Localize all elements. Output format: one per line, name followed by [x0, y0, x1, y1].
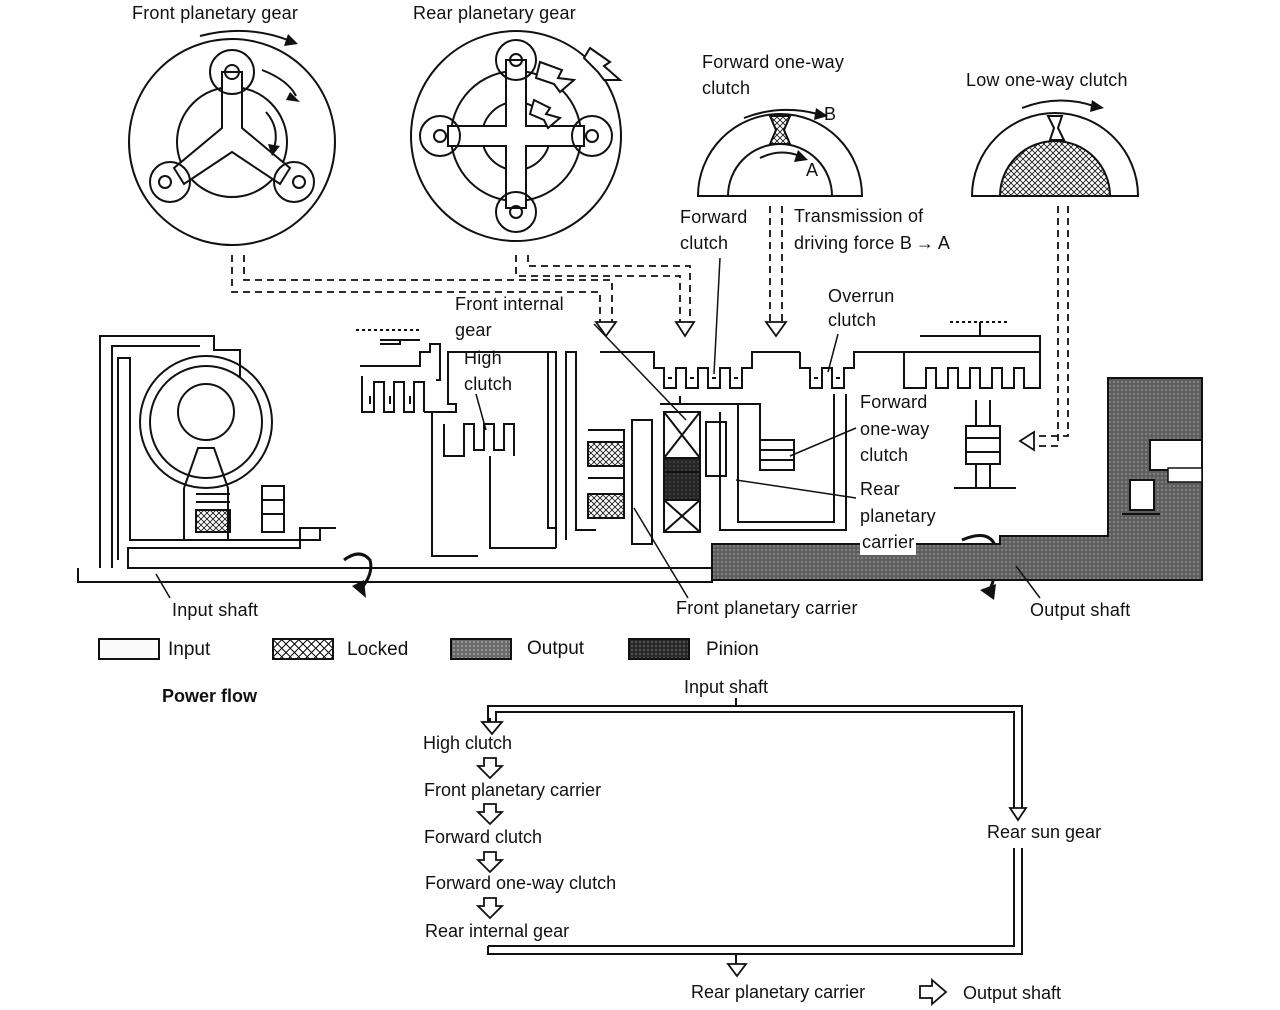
power-flow-title: Power flow	[162, 686, 258, 706]
label-overrun-clutch-1: Overrun	[828, 286, 895, 306]
label-overrun-clutch-2: clutch	[828, 310, 877, 330]
label-rear-planetary-carrier-2: planetary	[860, 506, 936, 526]
label-point-b: B	[824, 104, 837, 124]
label-forward-one-way-clutch-2: one-way	[860, 419, 930, 439]
label-output-shaft: Output shaft	[1030, 600, 1131, 620]
label-input-shaft: Input shaft	[172, 600, 259, 620]
label-front-internal-gear-1: Front internal	[455, 294, 564, 314]
label-forward-one-way-clutch-1: Forward	[860, 392, 928, 412]
flow-output-shaft: Output shaft	[963, 983, 1062, 1003]
label-point-a: A	[806, 160, 819, 180]
low-one-way-clutch-drawing	[970, 99, 1140, 197]
label-high-clutch-2: clutch	[464, 374, 513, 394]
flow-step-high-clutch: High clutch	[423, 733, 513, 753]
flow-rear-planetary-carrier: Rear planetary carrier	[691, 982, 866, 1002]
legend-input-swatch	[98, 638, 160, 660]
label-transmission-1: Transmission of	[794, 206, 924, 226]
label-high-clutch-1: High	[464, 348, 502, 368]
label-rear-planetary-gear: Rear planetary gear	[413, 3, 576, 23]
label-forward-one-way-clutch-top-1: Forward one-way	[702, 52, 845, 72]
legend-locked-swatch	[272, 638, 334, 660]
label-forward-clutch-1: Forward	[680, 207, 748, 227]
legend-output-label: Output	[527, 638, 585, 659]
legend-pinion-swatch	[628, 638, 690, 660]
front-planetary-gear-drawing	[128, 29, 336, 246]
flow-step-rear-internal-gear: Rear internal gear	[425, 921, 570, 941]
label-front-planetary-carrier: Front planetary carrier	[676, 598, 858, 618]
label-forward-clutch-2: clutch	[680, 233, 729, 253]
label-front-internal-gear-2: gear	[455, 320, 492, 340]
forward-one-way-clutch-drawing	[696, 108, 864, 197]
label-front-planetary-gear: Front planetary gear	[132, 3, 299, 23]
flow-step-front-planetary-carrier: Front planetary carrier	[424, 780, 602, 800]
label-rear-planetary-carrier-1: Rear	[860, 479, 900, 499]
flow-step-forward-clutch: Forward clutch	[424, 827, 543, 847]
legend-pinion-label: Pinion	[706, 639, 759, 660]
rear-planetary-gear-drawing	[410, 30, 623, 242]
flow-step-forward-one-way-clutch: Forward one-way clutch	[425, 873, 617, 893]
flow-input-shaft: Input shaft	[684, 677, 769, 697]
legend-locked-label: Locked	[347, 639, 409, 660]
label-rear-planetary-carrier-3: carrier	[860, 529, 917, 555]
flow-rear-sun-gear: Rear sun gear	[987, 822, 1102, 842]
legend-input-label: Input	[168, 639, 211, 660]
label-forward-one-way-clutch-3: clutch	[860, 445, 909, 465]
legend-output-swatch	[450, 638, 512, 660]
label-forward-one-way-clutch-top-2: clutch	[702, 78, 751, 98]
label-transmission-2: driving force B → A	[794, 233, 951, 253]
label-low-one-way-clutch: Low one-way clutch	[966, 70, 1128, 90]
